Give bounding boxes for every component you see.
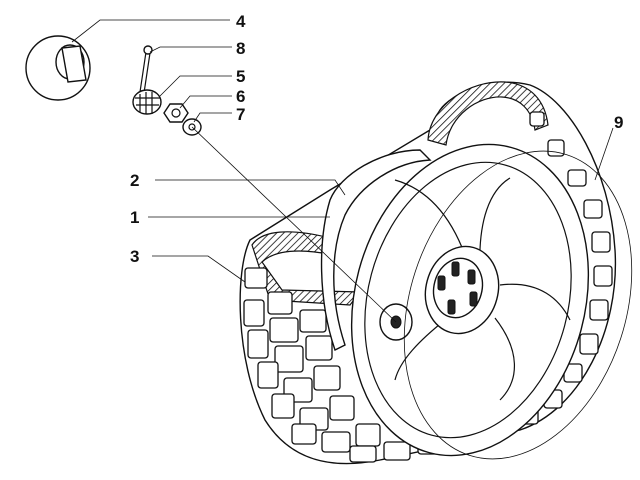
tube-ring: [403, 150, 633, 460]
leader-lines: [71, 19, 614, 283]
callout-8: 8: [236, 39, 245, 58]
callout-3: 3: [130, 247, 139, 266]
spacer-disc: [25, 35, 91, 101]
axle-line: [191, 126, 397, 323]
callout-6: 6: [236, 87, 245, 106]
callout-2: 2: [130, 171, 139, 190]
rim-flange: [320, 149, 432, 351]
hub: [379, 245, 500, 341]
callout-4: 4: [236, 12, 246, 31]
callout-7: 7: [236, 105, 245, 124]
tread-knobs-right: [519, 111, 613, 425]
hex-nut: [163, 103, 189, 123]
callout-9: 9: [614, 113, 623, 132]
callout-1: 1: [130, 208, 139, 227]
cotter-pin: [139, 45, 153, 94]
callouts: 4 8 5 6 7 9 2 1 3: [130, 12, 623, 266]
tire-section-top: [427, 81, 549, 146]
castle-nut: [132, 89, 162, 115]
rim-spoke-right: [499, 283, 571, 321]
callout-5: 5: [236, 67, 245, 86]
